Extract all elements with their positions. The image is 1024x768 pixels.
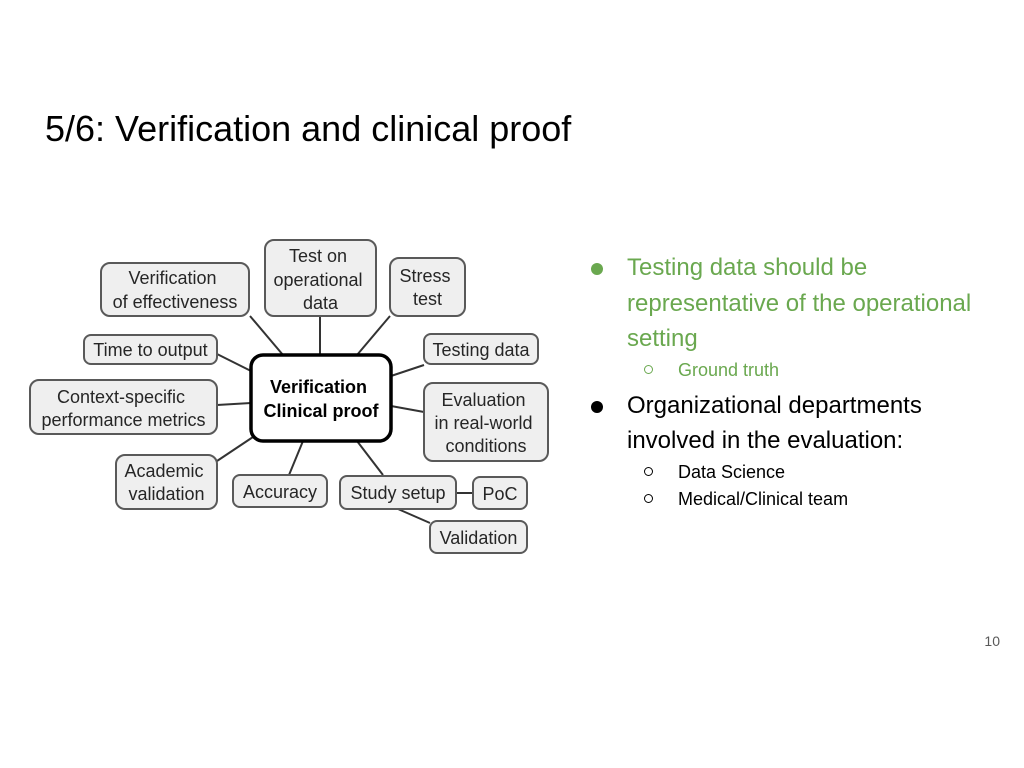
node-text-line: Accuracy	[243, 482, 317, 502]
node-text-line: Testing data	[432, 340, 530, 360]
bullet-group-testing-data: Testing data should be representative of…	[588, 250, 988, 384]
node-text-line: operational	[273, 270, 362, 290]
svg-text:Test on operational: Test on operational data	[273, 246, 367, 313]
svg-text:Verification Clinical pr: Verification Clinical proof	[263, 377, 379, 421]
node-poc: PoC	[472, 476, 528, 510]
node-text-line: test	[413, 289, 442, 309]
bullet-list: Testing data should be representative of…	[588, 250, 988, 513]
bullet-item: Testing data should be representative of…	[588, 250, 988, 357]
connector-verification-of-effectiveness	[249, 315, 284, 356]
page-number: 10	[984, 633, 1000, 649]
svg-text:Testing data: Testing data	[432, 340, 530, 360]
node-text-line: of effectiveness	[113, 292, 238, 312]
connector-time-to-output	[216, 353, 252, 372]
svg-text:Context-specific perform: Context-specific performance metrics	[41, 387, 205, 430]
svg-text:PoC: PoC	[482, 484, 517, 504]
svg-text:Accuracy: Accuracy	[243, 482, 317, 502]
node-text-line: Validation	[440, 528, 518, 548]
sub-bullet-item: Data Science	[588, 459, 988, 486]
node-text-line: PoC	[482, 484, 517, 504]
slide-title: 5/6: Verification and clinical proof	[45, 108, 572, 149]
connector-evaluation-real-world	[390, 405, 425, 413]
node-text-line: Context-specific	[57, 387, 185, 407]
connector-academic-validation	[216, 436, 254, 462]
connector-context-metrics	[216, 402, 252, 406]
center-node-text-line: Clinical proof	[263, 401, 379, 421]
center-node-verification-clinical-proof: Verification Clinical proof	[249, 353, 393, 443]
connector-testing-data	[390, 364, 425, 377]
node-text-line: Evaluation	[441, 390, 525, 410]
node-accuracy: Accuracy	[232, 474, 328, 508]
sub-bullet-text: Ground truth	[678, 359, 780, 380]
node-text-line: data	[303, 293, 339, 313]
svg-text:Evaluation in real-world: Evaluation in real-world conditions	[434, 390, 537, 456]
node-text-line: Verification	[128, 268, 216, 288]
node-text-line: in real-world	[434, 413, 532, 433]
node-stress-test: Stress test	[389, 257, 466, 317]
hollow-circle-icon	[644, 364, 653, 374]
connector-stress-test	[356, 315, 391, 356]
connector-validation	[397, 508, 431, 524]
connector-study-setup	[356, 440, 384, 476]
node-text-line: performance metrics	[41, 410, 205, 430]
svg-text:Academic validation: Academic validation	[124, 461, 208, 504]
bullet-item: Organizational departments involved in t…	[588, 388, 988, 459]
hollow-circle-icon	[644, 493, 653, 503]
svg-text:Time to output: Time to output	[93, 340, 207, 360]
bullet-text: Testing data should be representative of…	[627, 254, 972, 352]
hollow-circle-icon	[644, 466, 653, 476]
node-testing-data: Testing data	[423, 333, 539, 365]
node-study-setup: Study setup	[339, 475, 457, 510]
sub-bullet-item: Ground truth	[588, 357, 988, 384]
node-text-line: Time to output	[93, 340, 207, 360]
connectors	[216, 315, 473, 524]
node-context-specific-metrics: Context-specific performance metrics	[29, 379, 218, 435]
node-text-line: validation	[128, 484, 204, 504]
node-text-line: Academic	[124, 461, 203, 481]
sub-bullet-text: Medical/Clinical team	[678, 488, 849, 509]
bullet-dot-icon	[591, 263, 603, 275]
node-verification-of-effectiveness: Verification of effectiveness	[100, 262, 250, 317]
svg-text:Validation: Validation	[440, 528, 518, 548]
connector-accuracy	[288, 440, 304, 476]
node-academic-validation: Academic validation	[115, 454, 218, 510]
node-text-line: conditions	[445, 436, 526, 456]
center-node-text-line: Verification	[270, 377, 367, 397]
bullet-text: Organizational departments involved in t…	[627, 391, 922, 455]
node-time-to-output: Time to output	[83, 334, 218, 365]
node-text-line: Test on	[289, 246, 347, 266]
node-evaluation-real-world: Evaluation in real-world conditions	[423, 382, 549, 462]
bullet-group-departments: Organizational departments involved in t…	[588, 388, 988, 513]
svg-text:Study setup: Study setup	[350, 483, 445, 503]
node-text-line: Stress	[399, 266, 450, 286]
node-validation: Validation	[429, 520, 528, 554]
svg-text:Stress test: Stress test	[399, 266, 455, 309]
sub-bullet-item: Medical/Clinical team	[588, 486, 988, 513]
node-text-line: Study setup	[350, 483, 445, 503]
bullet-dot-icon	[591, 400, 603, 413]
sub-bullet-text: Data Science	[678, 461, 786, 482]
node-test-on-operational-data: Test on operational data	[264, 239, 377, 317]
svg-text:Verification of effectiv: Verification of effectiveness	[113, 268, 238, 312]
